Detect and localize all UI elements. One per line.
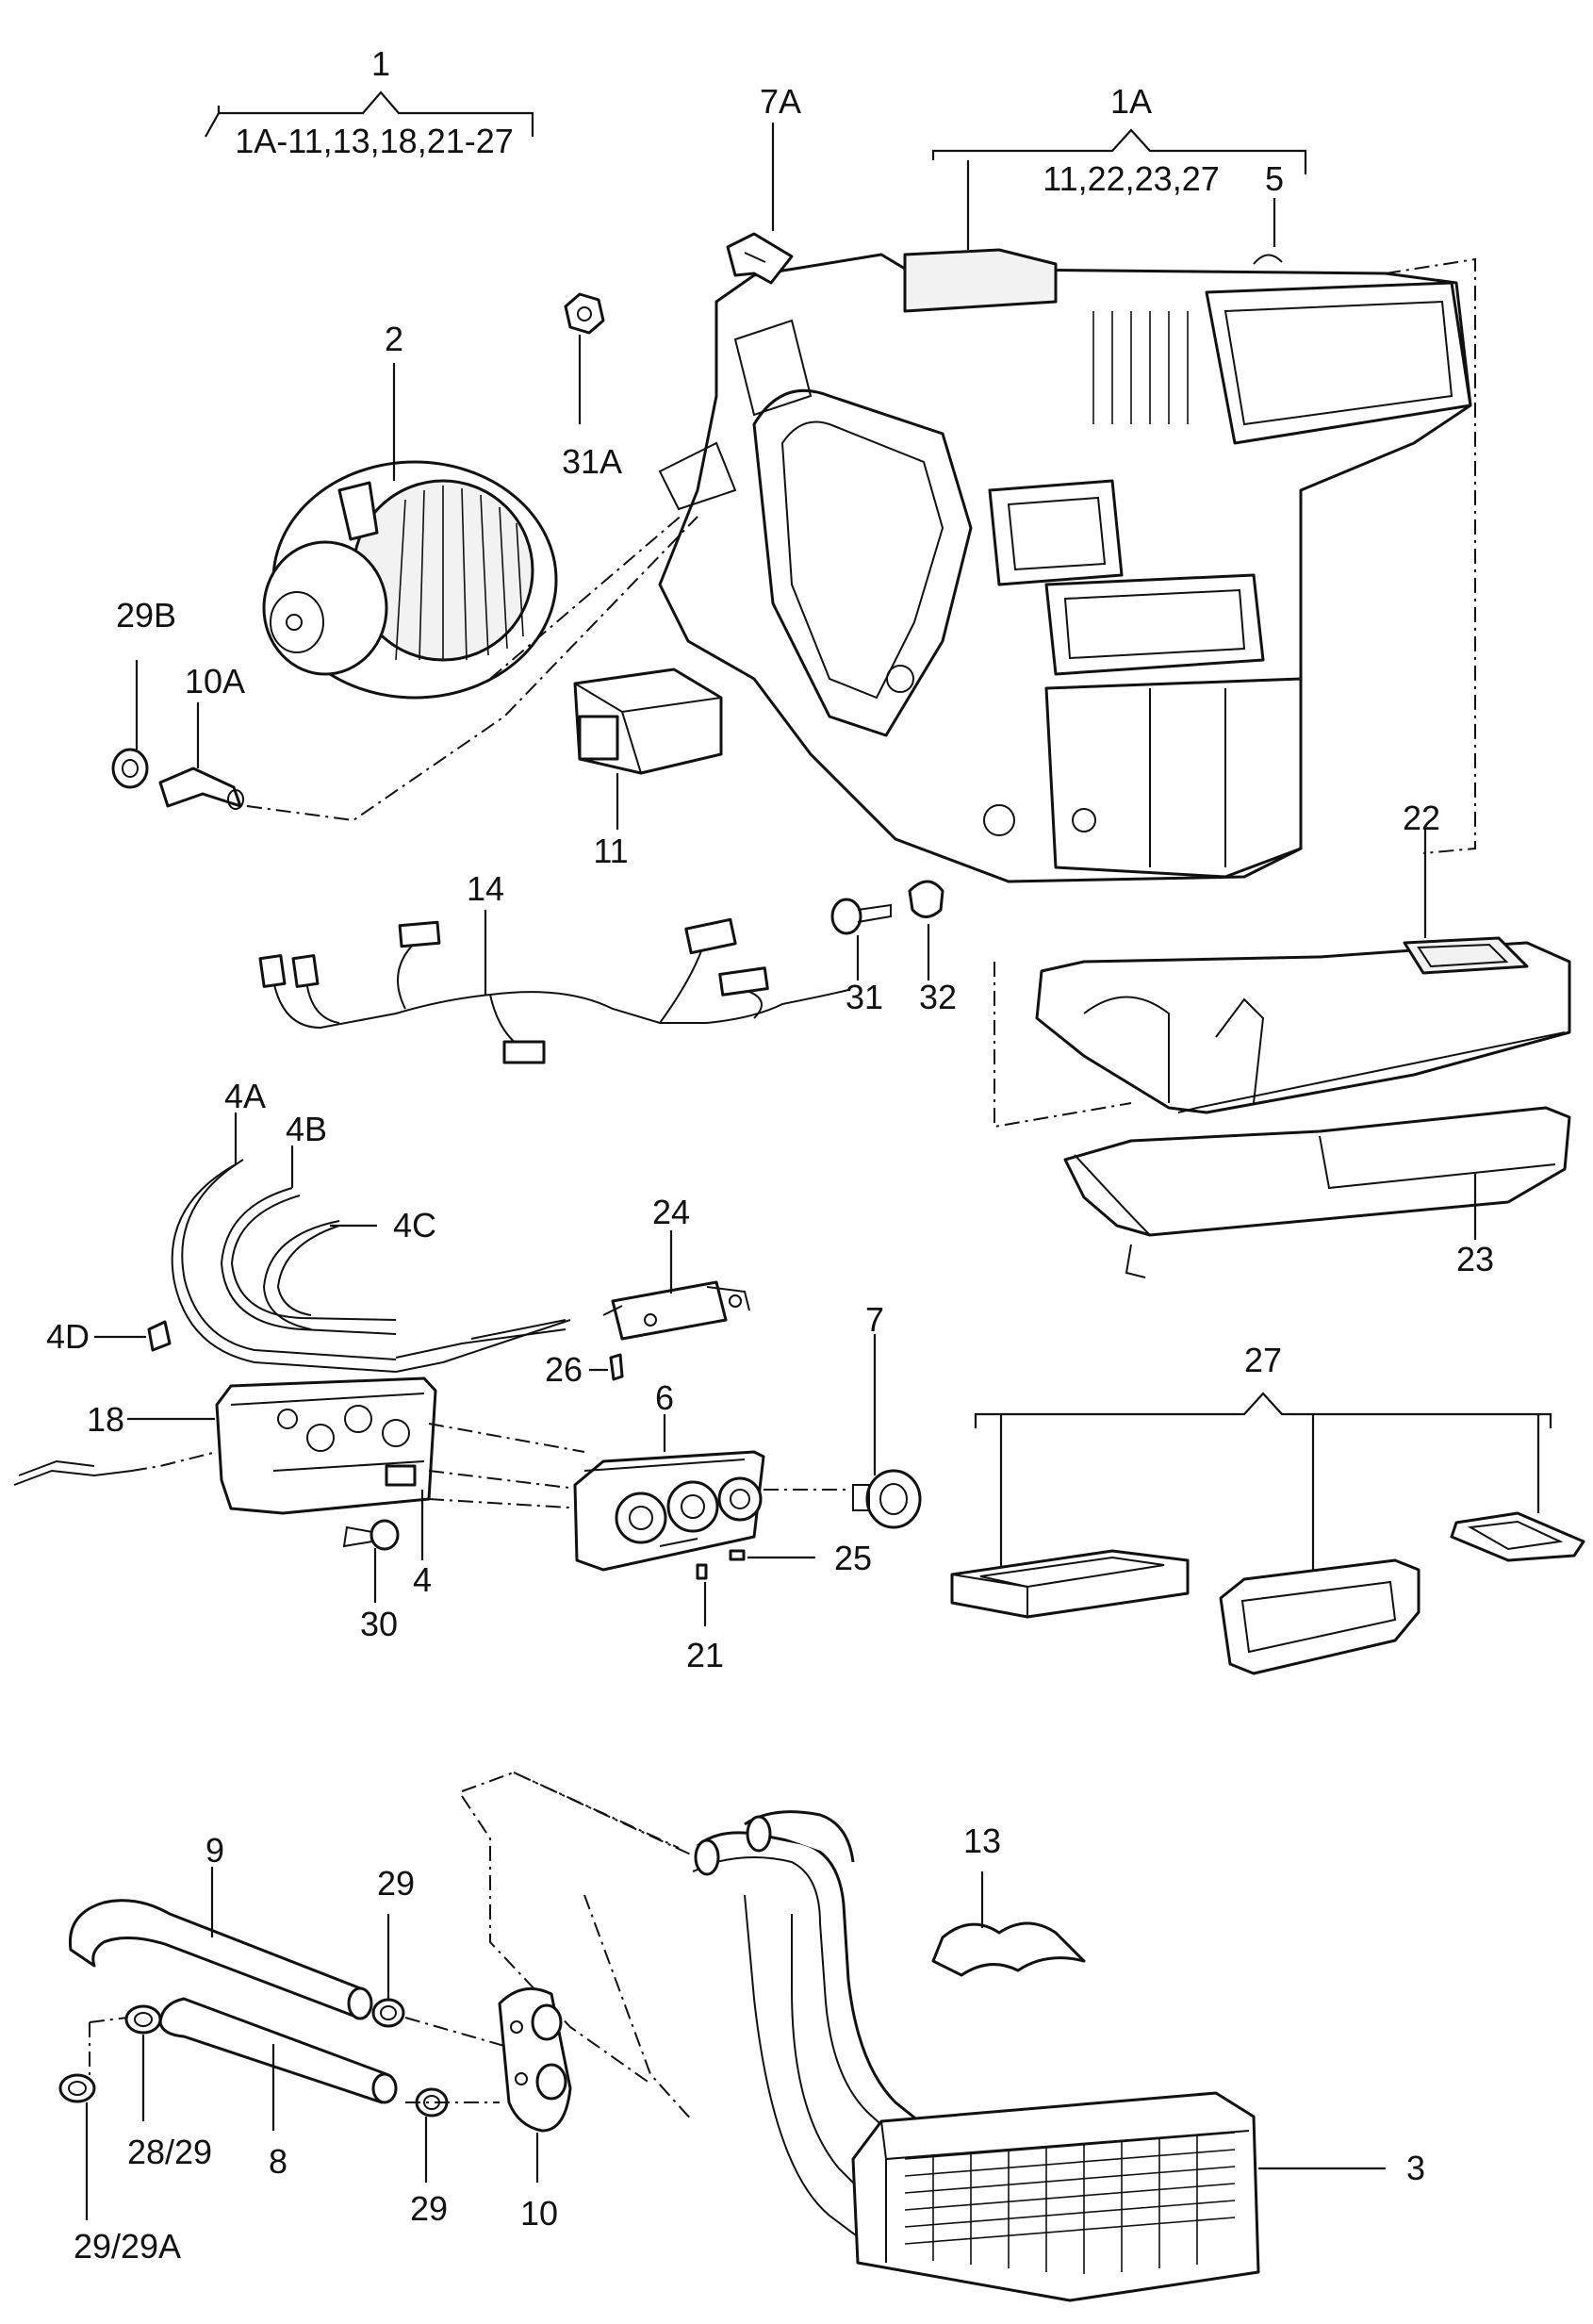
group-bracket-1 — [205, 91, 534, 138]
screw-30-part — [342, 1519, 400, 1603]
seal-27c-part — [1450, 1511, 1585, 1562]
callout-2: 2 — [385, 320, 403, 358]
callout-4: 4 — [413, 1560, 432, 1599]
callout-8: 8 — [269, 2142, 287, 2181]
group-bracket-1A — [931, 128, 1307, 250]
callout-1: 1 — [371, 44, 390, 83]
callout-9: 9 — [205, 1831, 224, 1870]
clip-7A-part — [726, 123, 794, 285]
cable-end — [395, 1319, 571, 1373]
core-fins-grid — [904, 2132, 1236, 2274]
callout-30: 30 — [360, 1605, 398, 1643]
callout-5: 5 — [1265, 159, 1284, 198]
heater-core-3-part — [851, 2091, 1386, 2302]
hose-8-part — [158, 1997, 398, 2131]
callout-22: 22 — [1403, 799, 1440, 837]
grommet-29B-part — [111, 660, 149, 789]
callout-25: 25 — [834, 1539, 872, 1577]
hose-9-part — [68, 1867, 373, 2020]
callout-29-lower: 29 — [410, 2189, 448, 2228]
callout-4A: 4A — [224, 1077, 266, 1115]
callout-23: 23 — [1456, 1240, 1494, 1278]
screw-31-part — [830, 898, 892, 981]
clamp-28-29-part — [124, 2004, 162, 2121]
callout-3: 3 — [1406, 2149, 1425, 2187]
control-housing-18-part — [127, 1376, 437, 1515]
callout-28-29: 28/29 — [127, 2133, 212, 2171]
callout-11: 11 — [593, 832, 628, 870]
callout-6: 6 — [655, 1378, 674, 1417]
callout-29B: 29B — [116, 596, 176, 635]
cable-4A-part — [171, 1113, 397, 1373]
switch-24-part — [602, 1230, 750, 1341]
housing-assembly-dash — [1385, 257, 1476, 854]
callout-1A: 1A — [1110, 82, 1152, 121]
seal-27a-part — [950, 1549, 1190, 1619]
seal-27b-part — [1219, 1558, 1421, 1675]
callout-26: 26 — [545, 1350, 583, 1389]
callout-21: 21 — [686, 1636, 724, 1674]
linkage-cable — [13, 1451, 218, 1486]
callout-1-range: 1A-11,13,18,21-27 — [235, 122, 514, 160]
cable-to-flap — [395, 1328, 567, 1359]
callout-18: 18 — [87, 1400, 124, 1439]
drain-hose-10A-part — [158, 516, 698, 822]
callout-31: 31 — [846, 978, 883, 1016]
heater-housing-part — [658, 248, 1472, 883]
clamp-29-29A-part — [58, 2073, 96, 2220]
housing-to-panel-dash — [428, 1423, 585, 1509]
callout-10: 10 — [520, 2194, 558, 2233]
callout-14: 14 — [467, 869, 504, 908]
resistor-11-part — [573, 668, 723, 830]
lower-case-22-part — [994, 830, 1571, 1129]
callout-24: 24 — [652, 1193, 690, 1231]
bulb-26-part — [589, 1353, 624, 1381]
callout-10A: 10A — [185, 662, 245, 700]
callout-1A-range: 11,22,23,27 — [1043, 159, 1220, 198]
wiring-harness-14-part — [258, 910, 849, 1064]
callout-13: 13 — [963, 1821, 1001, 1860]
bulb-21-part — [696, 1563, 708, 1626]
callout-27: 27 — [1244, 1341, 1282, 1379]
upper-case-23-part — [1063, 1106, 1571, 1278]
control-panel-6-part — [573, 1414, 765, 1572]
callout-4C: 4C — [393, 1206, 436, 1244]
callout-4B: 4B — [286, 1110, 327, 1148]
knob-7-part — [852, 1334, 922, 1529]
sleeve-32-part — [908, 880, 944, 981]
callout-29-upper: 29 — [377, 1864, 415, 1903]
callout-7A: 7A — [760, 82, 801, 121]
core-outline-dash — [461, 1771, 694, 2122]
callout-7: 7 — [865, 1300, 884, 1339]
clamp-29-upper-part — [371, 1914, 405, 2028]
nut-31A-part — [564, 292, 605, 424]
callout-4D: 4D — [46, 1317, 90, 1356]
callout-labels: 1 1A-11,13,18,21-27 7A 1A 11,22,23,27 5 … — [46, 44, 1494, 2266]
callout-31A: 31A — [562, 442, 622, 481]
cable-4C-part — [262, 1220, 377, 1330]
blower-dash-line — [489, 513, 684, 680]
callout-29-29A: 29/29A — [74, 2227, 181, 2266]
cable-4D-clip-part — [94, 1320, 172, 1352]
grommet-10-part — [498, 1986, 572, 2183]
blower-motor-part — [262, 363, 558, 700]
clamp-13-part — [931, 1871, 1086, 1977]
bulb-25-part — [729, 1549, 815, 1561]
heater-core-pipes-part — [692, 1810, 944, 2245]
callout-32: 32 — [919, 978, 957, 1016]
clip-5-part — [1253, 198, 1283, 265]
